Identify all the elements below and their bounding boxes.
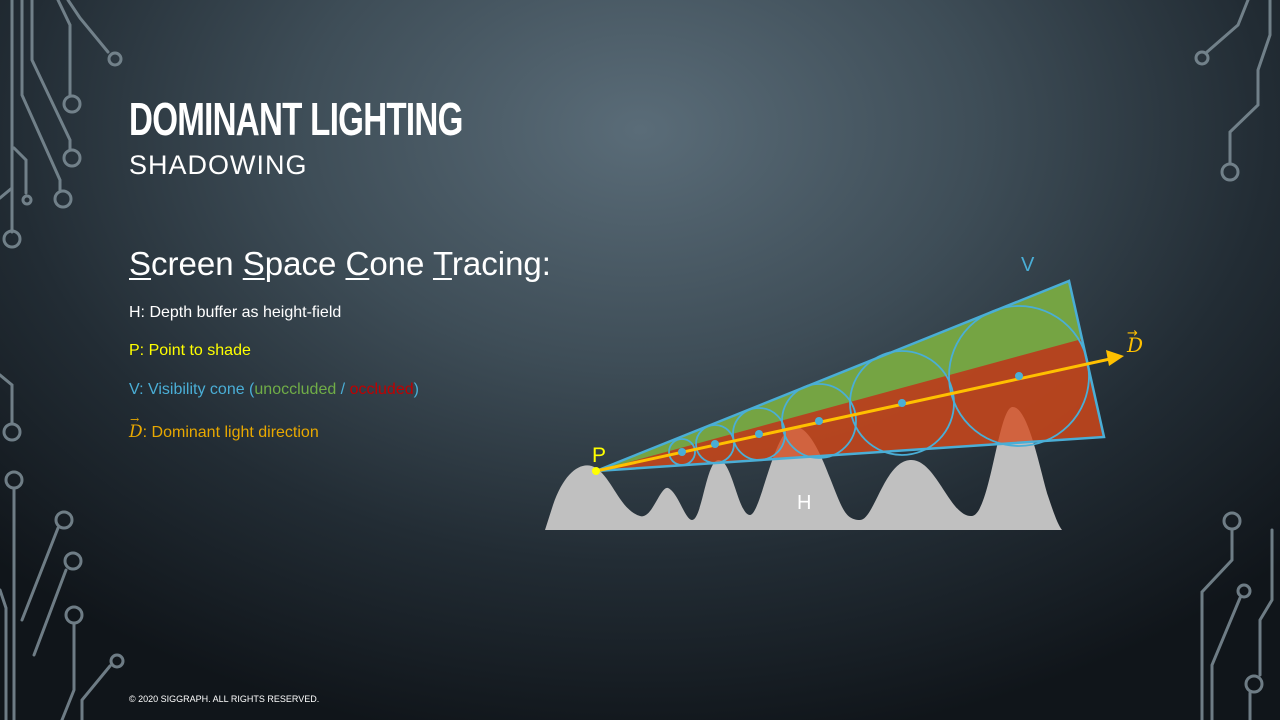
cone-sample-spheres <box>668 305 1090 466</box>
slide-title: DOMINANT LIGHTING <box>129 93 463 145</box>
heading-letter-s1: S <box>129 245 152 282</box>
heightfield-shape <box>545 406 1062 530</box>
copyright-footer: © 2020 SIGGRAPH. ALL RIGHTS RESERVED. <box>129 694 320 704</box>
label-p: P <box>592 444 606 467</box>
heading-letter-c: C <box>345 245 370 282</box>
legend-direction: →D: Dominant light direction <box>129 413 319 442</box>
sphere-centers <box>678 372 1023 456</box>
label-d-arrow-icon: → <box>1127 326 1138 341</box>
heading-letter-t: T <box>432 245 452 282</box>
label-h: H <box>797 492 811 514</box>
sample-sphere <box>948 305 1090 447</box>
sample-sphere <box>781 383 857 459</box>
label-d: D <box>1126 333 1143 357</box>
heading-letter-s2: S <box>242 245 265 282</box>
label-v: V <box>1021 254 1035 276</box>
legend-v-separator: / <box>336 381 350 398</box>
slide-subtitle: SHADOWING <box>129 150 308 180</box>
direction-symbol-letter: D <box>129 422 143 442</box>
arrow-head-icon <box>1106 350 1124 366</box>
legend-v-suffix: ) <box>413 381 419 398</box>
legend-point: P: Point to shade <box>129 342 251 359</box>
legend-d-text: : Dominant light direction <box>142 424 319 441</box>
direction-vector-symbol: →D <box>129 413 143 442</box>
heading-word-space: pace <box>264 245 346 282</box>
heading-word-tracing: racing: <box>451 245 551 282</box>
sphere-center <box>711 440 719 448</box>
sphere-center <box>1015 372 1023 380</box>
legend-visibility-cone: V: Visibility cone (unoccluded / occlude… <box>129 381 419 399</box>
heading-word-cone: one <box>369 245 433 282</box>
sphere-center <box>678 448 686 456</box>
shading-point <box>592 467 600 475</box>
sample-sphere <box>668 438 696 466</box>
legend-v-unoccluded: unoccluded <box>254 381 337 398</box>
sphere-center <box>898 399 906 407</box>
sphere-center <box>755 430 763 438</box>
section-heading: Screen Space Cone Tracing: <box>129 245 551 283</box>
legend-v-occluded: occluded <box>349 381 414 398</box>
legend-v-prefix: V: Visibility cone ( <box>129 381 255 398</box>
legend-heightfield: H: Depth buffer as height-field <box>129 304 342 321</box>
vector-arrow-icon: → <box>130 413 140 426</box>
sample-sphere <box>695 424 735 464</box>
heading-word-screen: creen <box>151 245 243 282</box>
sphere-center <box>815 417 823 425</box>
